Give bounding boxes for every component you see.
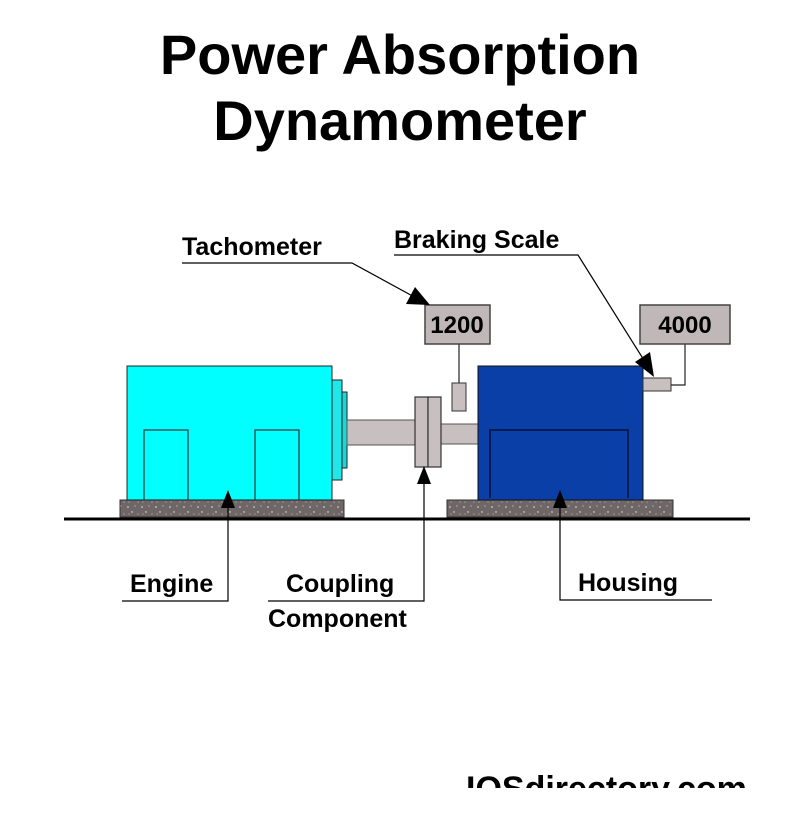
shaft-left: [346, 419, 418, 446]
engine-arrowhead: [221, 490, 235, 508]
tachometer-leader: [182, 262, 419, 300]
shaft-right: [440, 423, 480, 445]
housing: [477, 365, 644, 501]
coupling-label-line-1: Coupling: [286, 570, 394, 598]
tachometer-readout-box: [424, 304, 491, 345]
engine-label: Engine: [130, 570, 213, 598]
braking-scale-arrowhead: [635, 352, 654, 377]
tachometer-sensor: [451, 382, 467, 412]
engine-leader: [122, 505, 229, 602]
title-line-1: Power Absorption: [159, 23, 641, 86]
housing-label: Housing: [578, 569, 678, 597]
braking-arm: [642, 377, 672, 392]
diagram-title: Power Absorption Dynamometer: [0, 22, 800, 154]
housing-arrowhead: [553, 490, 567, 508]
coupling: [414, 396, 442, 468]
braking-wire: [671, 344, 686, 386]
tachometer-arrowhead: [406, 287, 430, 305]
coupling-arrowhead: [417, 466, 431, 484]
coupling-leader: [268, 482, 425, 602]
braking-scale-leader: [394, 254, 648, 366]
braking-scale-readout-box: [639, 304, 731, 345]
title-line-2: Dynamometer: [213, 89, 587, 152]
braking-scale-readout: 4000: [658, 312, 711, 339]
engine: [126, 365, 348, 501]
tachometer-readout: 1200: [430, 312, 483, 339]
coupling-label-line-2: Component: [268, 605, 408, 633]
tachometer-label: Tachometer: [182, 233, 322, 261]
housing-leader: [559, 505, 712, 601]
braking-scale-label: Braking Scale: [394, 226, 559, 254]
